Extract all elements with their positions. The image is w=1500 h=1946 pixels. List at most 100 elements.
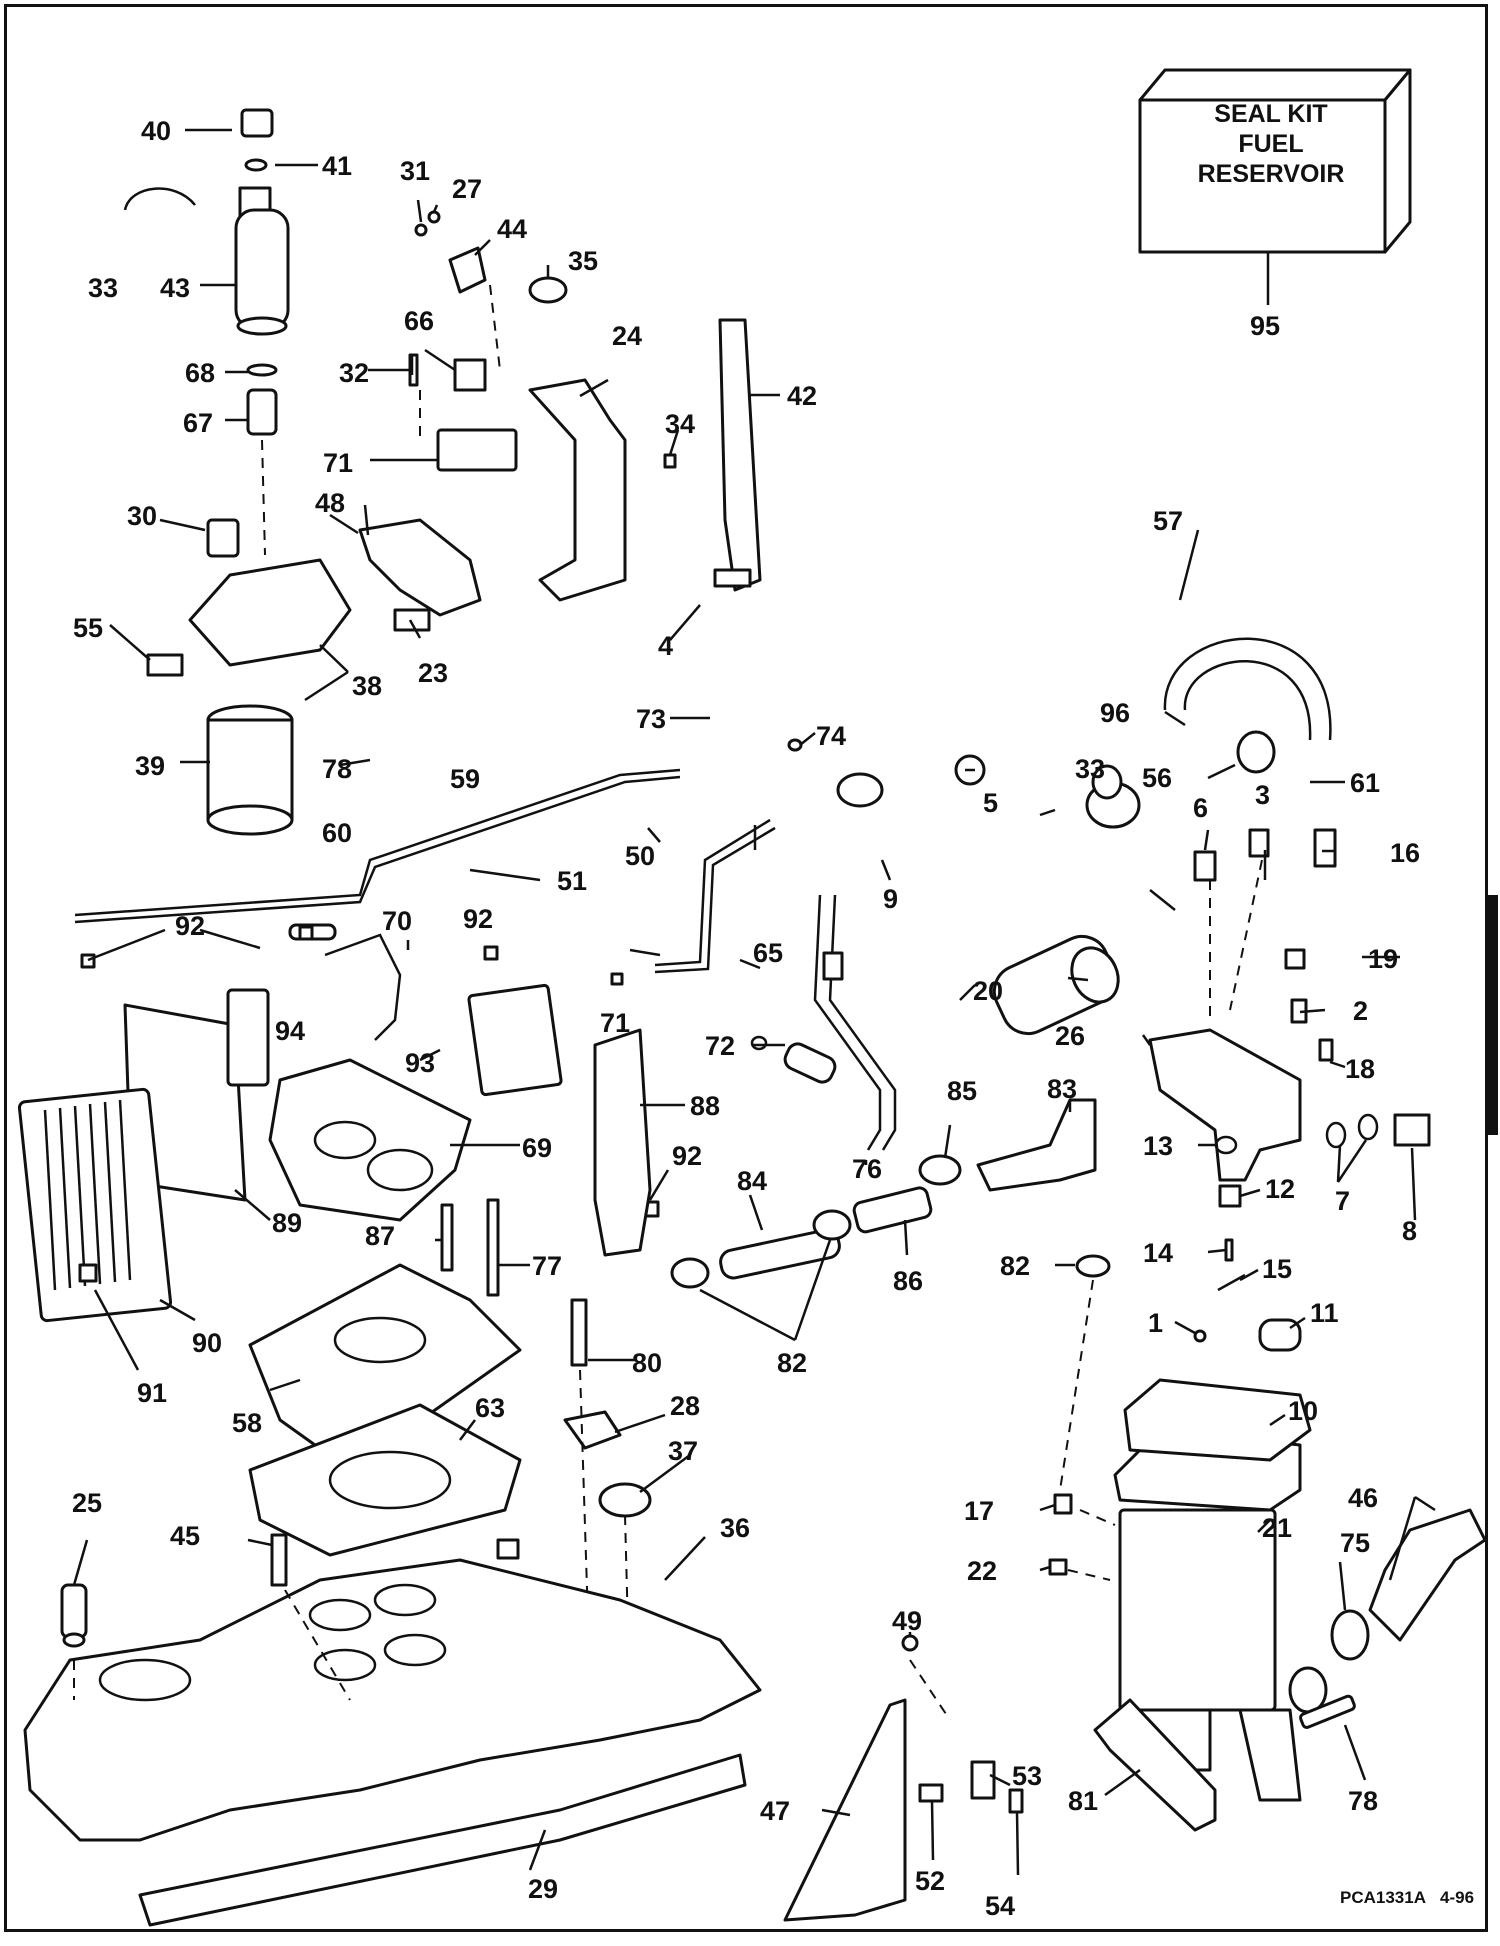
callout-13: 13 [1143,1131,1173,1161]
callout-47: 47 [760,1796,790,1826]
drawing-code: PCA1331A [1340,1888,1426,1907]
callout-78b: 78 [1348,1786,1378,1816]
callout-12: 12 [1265,1174,1295,1204]
callout-38: 38 [352,671,382,701]
kit-box-line-3: RESERVOIR [1198,160,1345,188]
callout-6: 6 [1193,793,1208,823]
callout-27: 27 [452,174,482,204]
callout-81: 81 [1068,1786,1098,1816]
callout-78: 78 [322,754,352,784]
callout-60: 60 [322,818,352,848]
callout-30: 30 [127,501,157,531]
callout-70: 70 [382,906,412,936]
callout-labels: 40 41 33 43 68 67 31 27 44 35 66 24 32 4… [72,116,1420,1921]
callout-2: 2 [1353,996,1368,1026]
callout-58: 58 [232,1408,262,1438]
callout-59: 59 [450,764,480,794]
kit-box-line-1: SEAL KIT [1214,100,1327,128]
fuel-cooler-group [787,637,1332,1036]
callout-39: 39 [135,751,165,781]
fuel-filter-assembly [146,518,482,836]
callout-34: 34 [665,409,695,439]
callout-40: 40 [141,116,171,146]
callout-71b: 71 [600,1008,630,1038]
callout-37: 37 [668,1436,698,1466]
callout-17: 17 [964,1496,994,1526]
callout-19: 19 [1368,944,1398,974]
callout-36: 36 [720,1513,750,1543]
callout-95: 95 [1250,311,1280,341]
callout-5: 5 [983,788,998,818]
ecm-fins [43,1099,132,1291]
callout-76: 76 [852,1154,882,1184]
callout-28: 28 [670,1391,700,1421]
kit-box-line-2: FUEL [1238,130,1303,158]
callout-71: 71 [323,448,353,478]
callout-80: 80 [632,1348,662,1378]
callout-21: 21 [1262,1513,1292,1543]
fuel-reservoir-housing [1048,1238,1328,1802]
ecm-and-brackets [17,923,660,1323]
callout-43: 43 [160,273,190,303]
mounting-bracket-group [408,210,762,602]
intake-manifold [23,1533,762,1927]
reservoir-cover-group [1148,828,1431,1208]
callout-52: 52 [915,1866,945,1896]
callout-92c: 92 [672,1141,702,1171]
callout-90: 90 [192,1328,222,1358]
page-edge-tab [1488,895,1498,1135]
callout-69: 69 [522,1133,552,1163]
callout-42: 42 [787,381,817,411]
callout-1: 1 [1148,1308,1163,1338]
callout-16: 16 [1390,838,1420,868]
callout-7: 7 [1335,1186,1350,1216]
callout-83: 83 [1047,1074,1077,1104]
callout-94: 94 [275,1016,305,1046]
callout-75: 75 [1340,1528,1370,1558]
callout-33: 33 [88,273,118,303]
callout-92b: 92 [463,904,493,934]
callout-87: 87 [365,1221,395,1251]
callout-10: 10 [1288,1396,1318,1426]
callout-45: 45 [170,1521,200,1551]
callout-8: 8 [1402,1216,1417,1246]
callout-41: 41 [322,151,352,181]
callout-23: 23 [418,658,448,688]
callout-77: 77 [532,1251,562,1281]
callout-11: 11 [1310,1298,1339,1328]
callout-88: 88 [690,1091,720,1121]
callout-68: 68 [185,358,215,388]
callout-56: 56 [1142,763,1172,793]
callout-9: 9 [883,884,898,914]
callout-91: 91 [137,1378,167,1408]
callout-82a: 82 [1000,1251,1030,1281]
callout-72: 72 [705,1031,735,1061]
callout-15: 15 [1262,1254,1292,1284]
callout-74: 74 [816,721,846,751]
callout-93: 93 [405,1048,435,1078]
callout-25: 25 [72,1488,102,1518]
callout-85: 85 [947,1076,977,1106]
callout-55: 55 [73,613,103,643]
callout-84: 84 [737,1166,767,1196]
callout-26: 26 [1055,1021,1085,1051]
drawing-date: 4-96 [1440,1888,1474,1907]
callout-61: 61 [1350,768,1380,798]
callout-51: 51 [557,866,587,896]
callout-82b: 82 [777,1348,807,1378]
callout-24: 24 [612,321,642,351]
callout-57: 57 [1153,506,1183,536]
callout-32: 32 [339,358,369,388]
callout-48: 48 [315,488,345,518]
leader-lines [72,128,1436,1876]
fuel-pump-assembly [123,108,290,556]
callout-54: 54 [985,1891,1015,1921]
callout-14: 14 [1143,1238,1173,1268]
callout-96: 96 [1100,698,1130,728]
callout-67: 67 [183,408,213,438]
callout-46: 46 [1348,1483,1378,1513]
callout-4: 4 [658,631,673,661]
hose-group [593,951,1111,1491]
